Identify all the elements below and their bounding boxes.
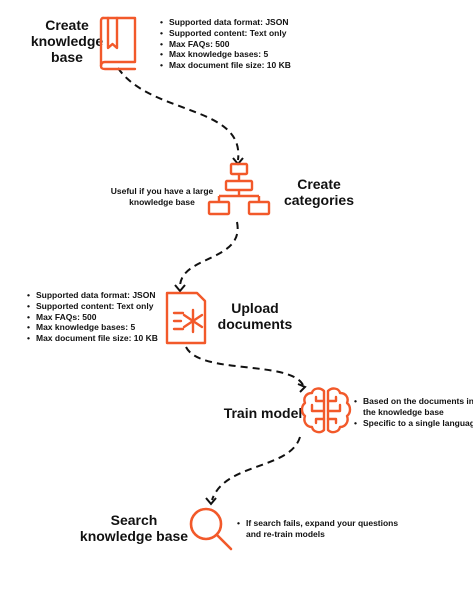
- note-item: Supported data format: JSON: [160, 17, 291, 28]
- brain-icon: [300, 387, 352, 434]
- note-item: Max document file size: 10 KB: [160, 60, 291, 71]
- connector-categories-to-upload: [179, 221, 239, 288]
- connector-upload-to-train: [185, 346, 304, 386]
- hierarchy-icon: [207, 162, 271, 216]
- note-item: Max document file size: 10 KB: [27, 333, 158, 344]
- step-title-upload-documents: Upload documents: [217, 300, 293, 332]
- notes-upload-documents: Supported data format: JSON Supported co…: [27, 290, 158, 344]
- connector-kb-to-categories: [117, 67, 240, 161]
- note-item: If search fails, expand your questions a…: [237, 518, 398, 540]
- step-title-create-categories: Create categories: [283, 176, 355, 208]
- step-title-search-kb: Search knowledge base: [79, 512, 189, 544]
- note-item: Based on the documents in the knowledge …: [354, 396, 473, 418]
- note-item: Specific to a single language: [354, 418, 473, 429]
- note-item: Max FAQs: 500: [160, 39, 291, 50]
- notes-search-kb: If search fails, expand your questions a…: [237, 518, 398, 540]
- arrowhead-train: [297, 383, 307, 393]
- document-icon: [165, 291, 207, 345]
- arrowhead-upload: [174, 284, 186, 293]
- note-item: Max FAQs: 500: [27, 312, 158, 323]
- note-create-categories: Useful if you have a large knowledge bas…: [110, 186, 214, 207]
- notes-create-kb: Supported data format: JSON Supported co…: [160, 17, 291, 71]
- step-title-create-kb: Create knowledge base: [30, 17, 104, 65]
- note-item: Supported content: Text only: [160, 28, 291, 39]
- note-item: Max knowledge bases: 5: [27, 322, 158, 333]
- step-title-train-model: Train model: [223, 405, 303, 421]
- note-item: Max knowledge bases: 5: [160, 49, 291, 60]
- magnifier-icon: [189, 507, 233, 551]
- note-item: Supported data format: JSON: [27, 290, 158, 301]
- arrowhead-search: [205, 497, 217, 506]
- book-icon: [99, 16, 137, 71]
- note-item: Supported content: Text only: [27, 301, 158, 312]
- connector-train-to-search: [211, 436, 301, 501]
- notes-train-model: Based on the documents in the knowledge …: [354, 396, 473, 428]
